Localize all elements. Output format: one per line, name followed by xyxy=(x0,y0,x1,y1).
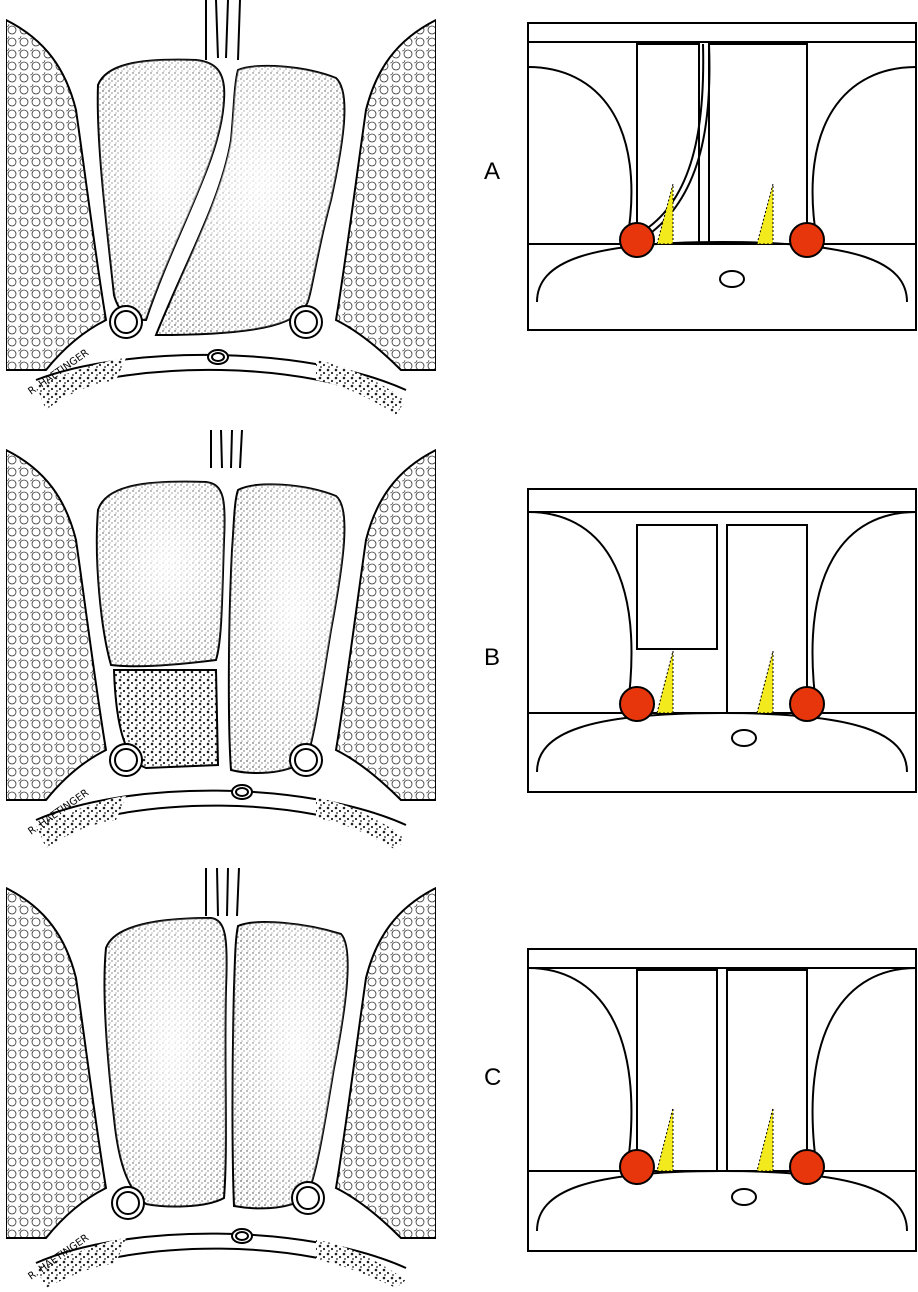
illustration-a: R. HAETINGER xyxy=(6,0,436,420)
panel-a: R. HAETINGER A xyxy=(0,0,918,420)
yellow-wedge-left-c xyxy=(657,1108,673,1171)
schematic-b xyxy=(527,488,917,798)
yellow-wedge-left-b xyxy=(657,651,673,713)
red-marker-left-c xyxy=(620,1150,654,1184)
red-marker-right-b xyxy=(790,687,824,721)
red-marker-right-c xyxy=(790,1150,824,1184)
red-marker-left-a xyxy=(620,223,654,257)
panel-c: R. HAETINGER C xyxy=(0,868,918,1292)
panel-label-a: A xyxy=(484,158,500,186)
panel-label-b: B xyxy=(484,644,500,672)
panel-label-c: C xyxy=(484,1064,501,1092)
red-marker-left-b xyxy=(620,687,654,721)
illustration-b: R. HAETINGER xyxy=(6,430,436,850)
illustration-c: R. HAETINGER xyxy=(6,868,436,1288)
schematic-a xyxy=(527,22,917,337)
schematic-c xyxy=(527,948,917,1258)
panel-b: R. HAETINGER B xyxy=(0,430,918,860)
yellow-wedge-right-b xyxy=(757,651,773,713)
red-marker-right-a xyxy=(790,223,824,257)
yellow-wedge-right-a xyxy=(757,184,773,244)
yellow-wedge-left-a xyxy=(657,184,673,244)
yellow-wedge-right-c xyxy=(757,1108,773,1171)
